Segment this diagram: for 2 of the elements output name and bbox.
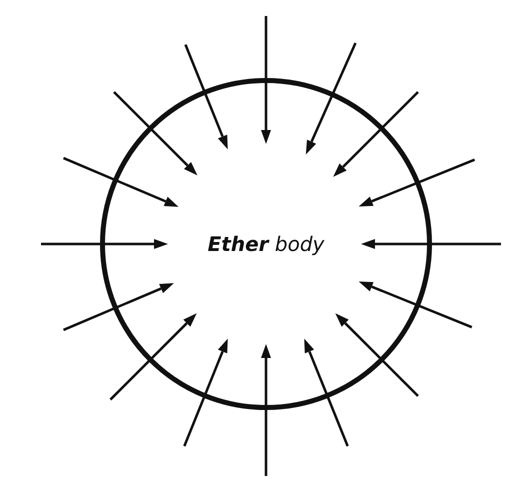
body-circle — [100, 78, 432, 410]
body-label: Ether body — [208, 232, 324, 256]
